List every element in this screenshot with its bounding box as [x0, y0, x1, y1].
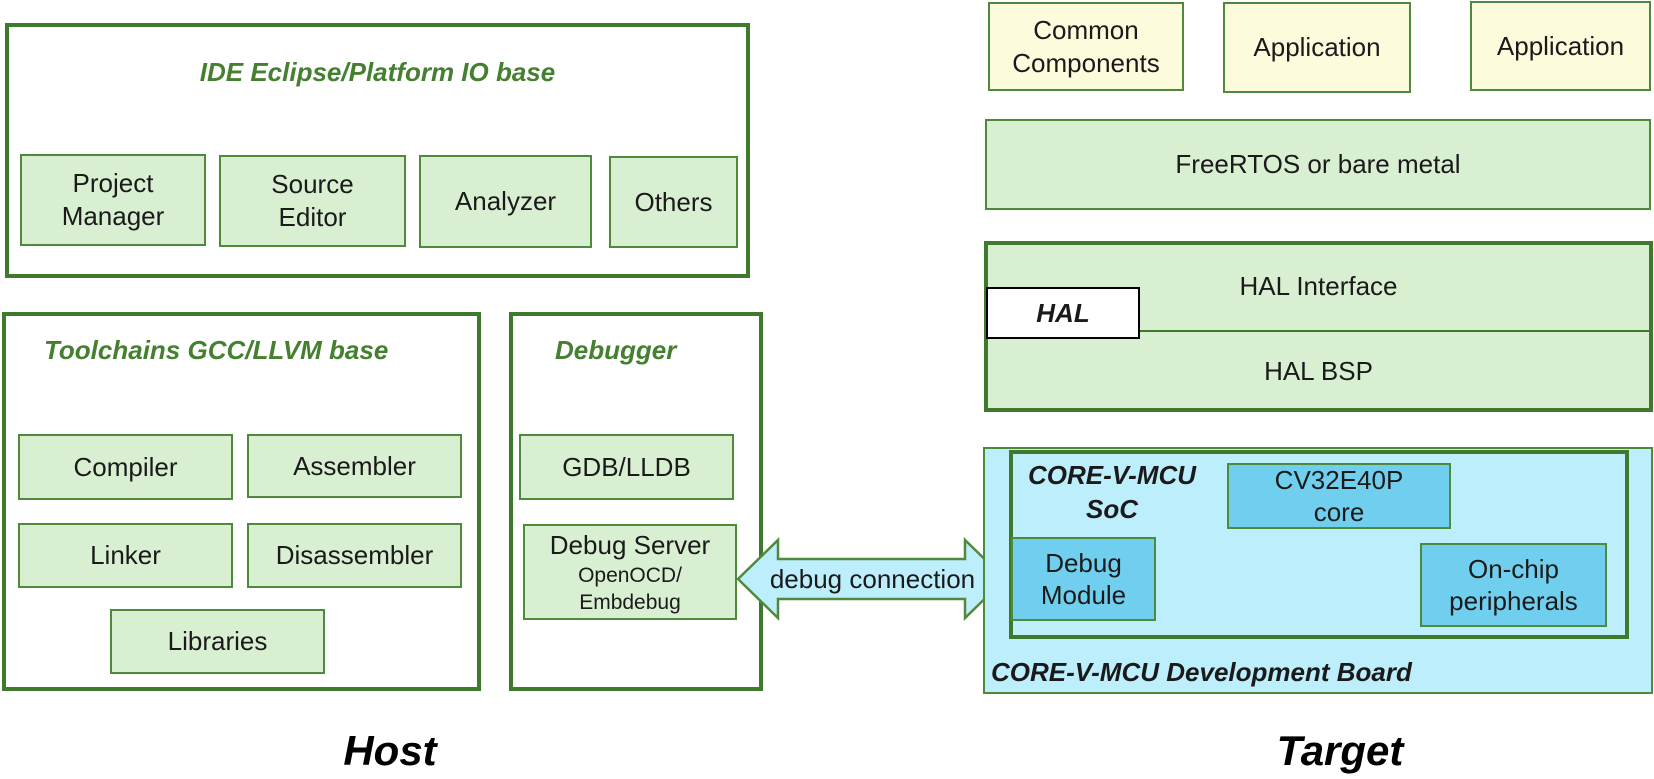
- common-components-box: Common Components: [988, 2, 1184, 91]
- target-label: Target: [1276, 727, 1404, 774]
- analyzer-box: Analyzer: [419, 155, 592, 248]
- hal-bsp-label: HAL BSP: [1264, 356, 1373, 386]
- debug-connection-label: debug connection: [769, 564, 976, 594]
- hal-interface-label: HAL Interface: [1239, 271, 1398, 301]
- debug-server-box: Debug Server OpenOCD/ Embdebug: [523, 524, 737, 620]
- compiler-box: Compiler: [18, 434, 233, 500]
- disassembler-box: Disassembler: [247, 523, 462, 588]
- cv32e40p-core-box: CV32E40P core: [1227, 463, 1451, 529]
- application-box-1: Application: [1223, 2, 1411, 93]
- toolchains-title: Toolchains GCC/LLVM base: [44, 335, 389, 365]
- ide-title: IDE Eclipse/Platform IO base: [199, 57, 556, 87]
- host-label: Host: [343, 727, 437, 774]
- application-box-2: Application: [1470, 1, 1651, 91]
- dev-board-title: CORE-V-MCU Development Board: [991, 657, 1412, 687]
- hal-divider: [988, 330, 1649, 332]
- libraries-box: Libraries: [110, 609, 325, 674]
- gdb-lldb-box: GDB/LLDB: [519, 434, 734, 500]
- others-box: Others: [609, 156, 738, 248]
- debug-server-title: Debug Server: [549, 529, 711, 560]
- debugger-title: Debugger: [555, 335, 677, 365]
- hal-label-box: HAL: [986, 287, 1140, 339]
- on-chip-peripherals-box: On-chip peripherals: [1420, 543, 1607, 627]
- linker-box: Linker: [18, 523, 233, 588]
- project-manager-box: Project Manager: [20, 154, 206, 246]
- debug-module-box: Debug Module: [1011, 537, 1156, 621]
- soc-title: CORE-V-MCU SoC: [1027, 460, 1197, 524]
- hal-label: HAL: [1036, 297, 1090, 328]
- debugger-frame: Debugger: [509, 312, 763, 691]
- source-editor-box: Source Editor: [219, 155, 406, 247]
- debug-server-sub: OpenOCD/ Embdebug: [578, 563, 682, 614]
- freertos-box: FreeRTOS or bare metal: [985, 119, 1651, 210]
- assembler-box: Assembler: [247, 434, 462, 498]
